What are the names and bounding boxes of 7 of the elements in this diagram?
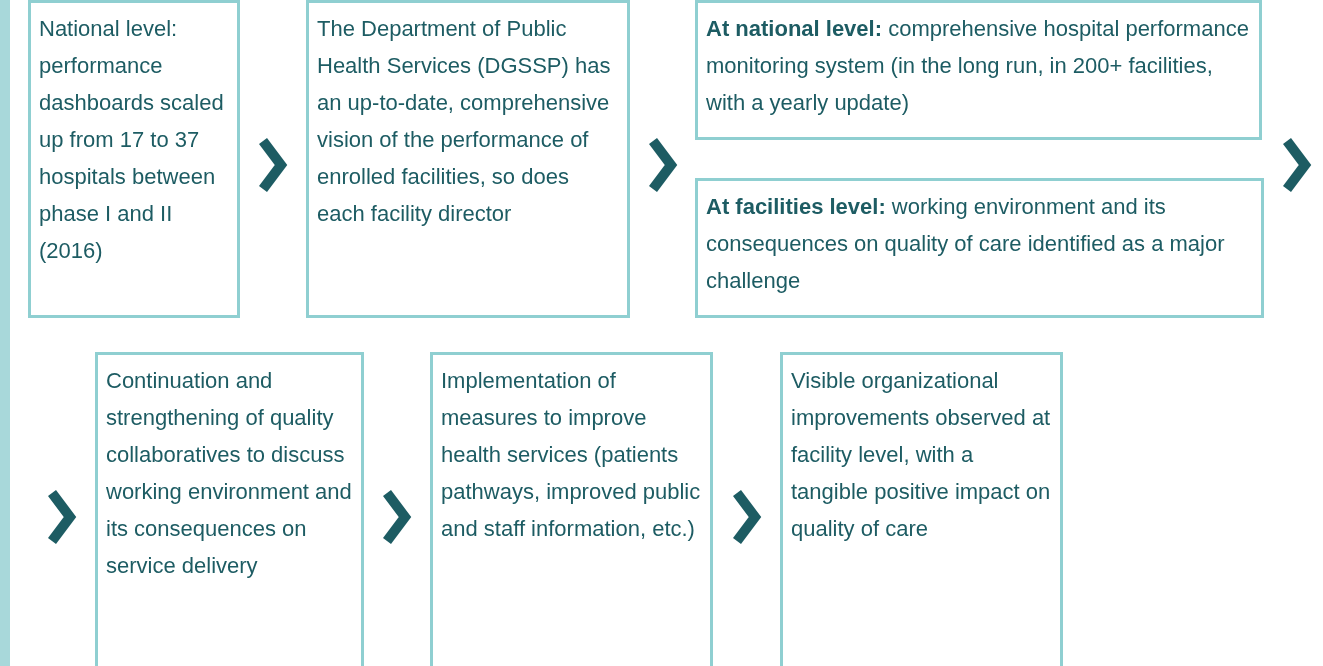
text-box: National level: performance dashboards scaled up from 17 to 37 hospitals between phase I and II (2016) bbox=[28, 0, 240, 318]
text-box: The Department of Public Health Services (DGSSP) has an up-to-date, comprehensive vision of the performance of enrolled facilities, so does each facility director bbox=[306, 0, 630, 318]
text-box: Visible organizational improvements observed at facility level, with a tangible positive impact on quality of care bbox=[780, 352, 1063, 666]
text-box: Implementation of measures to improve health services (patients pathways, improved public and staff information, etc.) bbox=[430, 352, 713, 666]
text-box: At facilities level: working environment and its consequences on quality of care identified as a major challenge bbox=[695, 178, 1264, 318]
text-box: Continuation and strengthening of quality collaboratives to discuss working environment and its consequences on service delivery bbox=[95, 352, 364, 666]
text-box: At national level: comprehensive hospital performance monitoring system (in the long run, in 200+ facilities, with a yearly update) bbox=[695, 0, 1262, 140]
